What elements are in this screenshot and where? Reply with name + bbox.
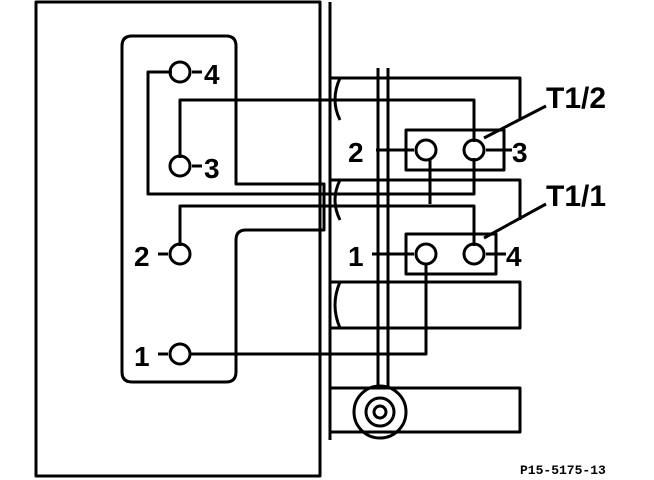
terminal-label: 3 bbox=[204, 153, 220, 184]
callout-label: T1/2 bbox=[546, 82, 606, 115]
terminal-pin bbox=[168, 154, 192, 178]
connector-block bbox=[120, 34, 326, 384]
relay-pin-label: 1 bbox=[348, 241, 364, 272]
callout-label: T1/1 bbox=[546, 180, 606, 213]
roller bbox=[352, 384, 408, 440]
relay-housing bbox=[333, 77, 342, 329]
relay-pin bbox=[462, 242, 486, 266]
terminal-label: 4 bbox=[204, 59, 220, 90]
reference-code: P15-5175-13 bbox=[520, 463, 606, 478]
relay-pin bbox=[462, 138, 486, 162]
relay-housing bbox=[330, 76, 522, 434]
leader-line bbox=[483, 104, 547, 140]
left-housing bbox=[34, 0, 322, 478]
terminal-pin bbox=[168, 242, 192, 266]
terminal-pin bbox=[168, 60, 192, 84]
terminal-pin bbox=[168, 342, 192, 366]
relay-pin-label: 2 bbox=[348, 137, 364, 168]
leader-line bbox=[483, 202, 547, 240]
wire bbox=[178, 204, 476, 246]
wire bbox=[190, 264, 428, 356]
wire bbox=[178, 98, 476, 158]
terminal-dash bbox=[158, 70, 512, 356]
roller-core bbox=[372, 404, 388, 420]
terminal-label: 2 bbox=[134, 241, 150, 272]
relay-pin bbox=[414, 242, 438, 266]
wire bbox=[146, 70, 476, 196]
terminal-label: 1 bbox=[134, 341, 150, 372]
relay-pin bbox=[414, 138, 438, 162]
relay-pin-label: 3 bbox=[512, 137, 528, 168]
roller-inner bbox=[364, 396, 396, 428]
relay-pin-label: 4 bbox=[506, 241, 522, 272]
